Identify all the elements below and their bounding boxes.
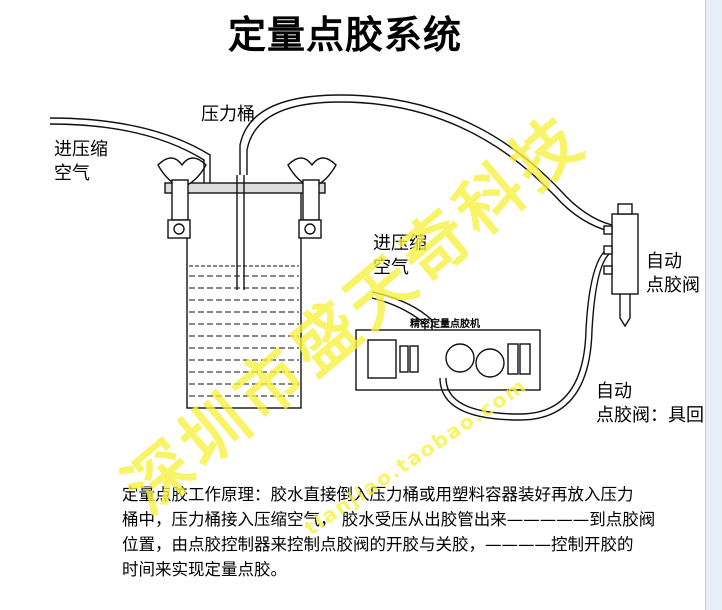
machine-name-label: 精密定量点胶机 [410,319,480,330]
pressure-tank-label: 压力桶 [201,104,255,125]
compressed-air-label-left: 进压缩 空气 [54,139,108,184]
description-line-1: 定量点胶工作原理：胶水直接倒入压力桶或用塑料容器装好再放入压力 [122,485,634,504]
wing-nut-left [157,157,207,239]
auto-valve-label-bottom: 自动 点胶阀：具回吸 [596,381,722,426]
wing-nut-right [287,157,337,239]
auto-valve-label-top: 自动 点胶阀 [646,251,700,296]
description-line-4: 时间来实现定量点胶。 [122,560,287,579]
tank-lid [164,182,326,194]
air-inlet-pipe-left [49,117,211,183]
description-line-3: 位置，由点胶控制器来控制点胶阀的开胶与关胶，————控制开胶的 [122,535,634,554]
window-right-edge [705,0,722,610]
controller-air-pipe [439,251,613,421]
working-principle-text: 定量点胶工作原理：胶水直接倒入压力桶或用塑料容器装好再放入压力 桶中，压力桶接入… [122,482,682,582]
page-title: 定量点胶系统 [228,12,463,57]
glue-liquid [189,265,299,397]
compressed-air-label-middle: 进压缩 空气 [373,233,427,278]
description-line-2: 桶中，压力桶接入压缩空气， 胶水受压从出胶管出来—————到点胶阀 [122,510,656,529]
air-inlet-pipe-middle [371,291,433,340]
glue-outlet-pipe [239,94,613,226]
dispensing-valve [603,203,639,328]
